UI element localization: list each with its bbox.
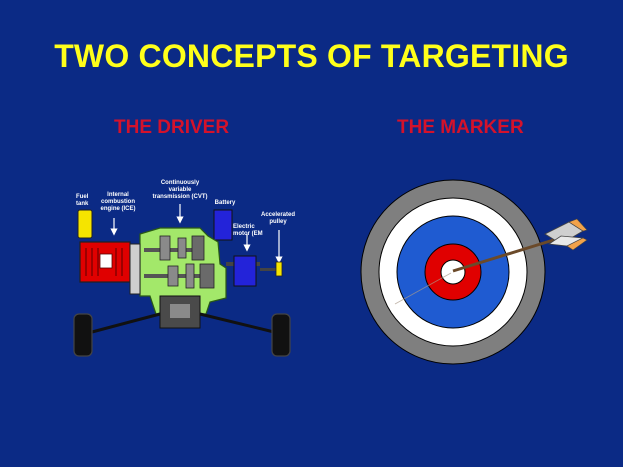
- drivetrain-diagram: Fuel tank Internal combustion engine (IC…: [60, 178, 320, 368]
- battery-label: Battery: [214, 200, 236, 206]
- slide-title: TWO CONCEPTS OF TARGETING: [54, 38, 569, 74]
- left-wheel: [73, 313, 93, 357]
- archery-target: [355, 174, 595, 378]
- accelerated-pulley: [275, 261, 283, 277]
- target-graphic: [360, 179, 588, 365]
- electric-motor: [233, 255, 257, 287]
- electric-motor-label: Electric motor (EM: [233, 224, 263, 237]
- drivetrain-graphic: [73, 204, 291, 357]
- target-bullseye: [440, 259, 466, 285]
- fuel-tank: [77, 209, 93, 239]
- fuel-tank-label: Fuel tank: [76, 194, 89, 207]
- right-axle: [199, 312, 275, 334]
- left-axle: [91, 312, 161, 334]
- driver-heading: THE DRIVER: [114, 117, 230, 138]
- marker-heading: THE MARKER: [397, 117, 524, 138]
- cvt-label: Continuously variable transmission (CVT): [152, 180, 208, 200]
- clutch: [129, 243, 141, 295]
- arrow: [394, 218, 588, 305]
- pulley-label: Accelerated pulley: [260, 212, 296, 225]
- right-wheel: [271, 313, 291, 357]
- battery: [213, 209, 233, 241]
- ice-label: Internal combustion engine (ICE): [100, 192, 136, 212]
